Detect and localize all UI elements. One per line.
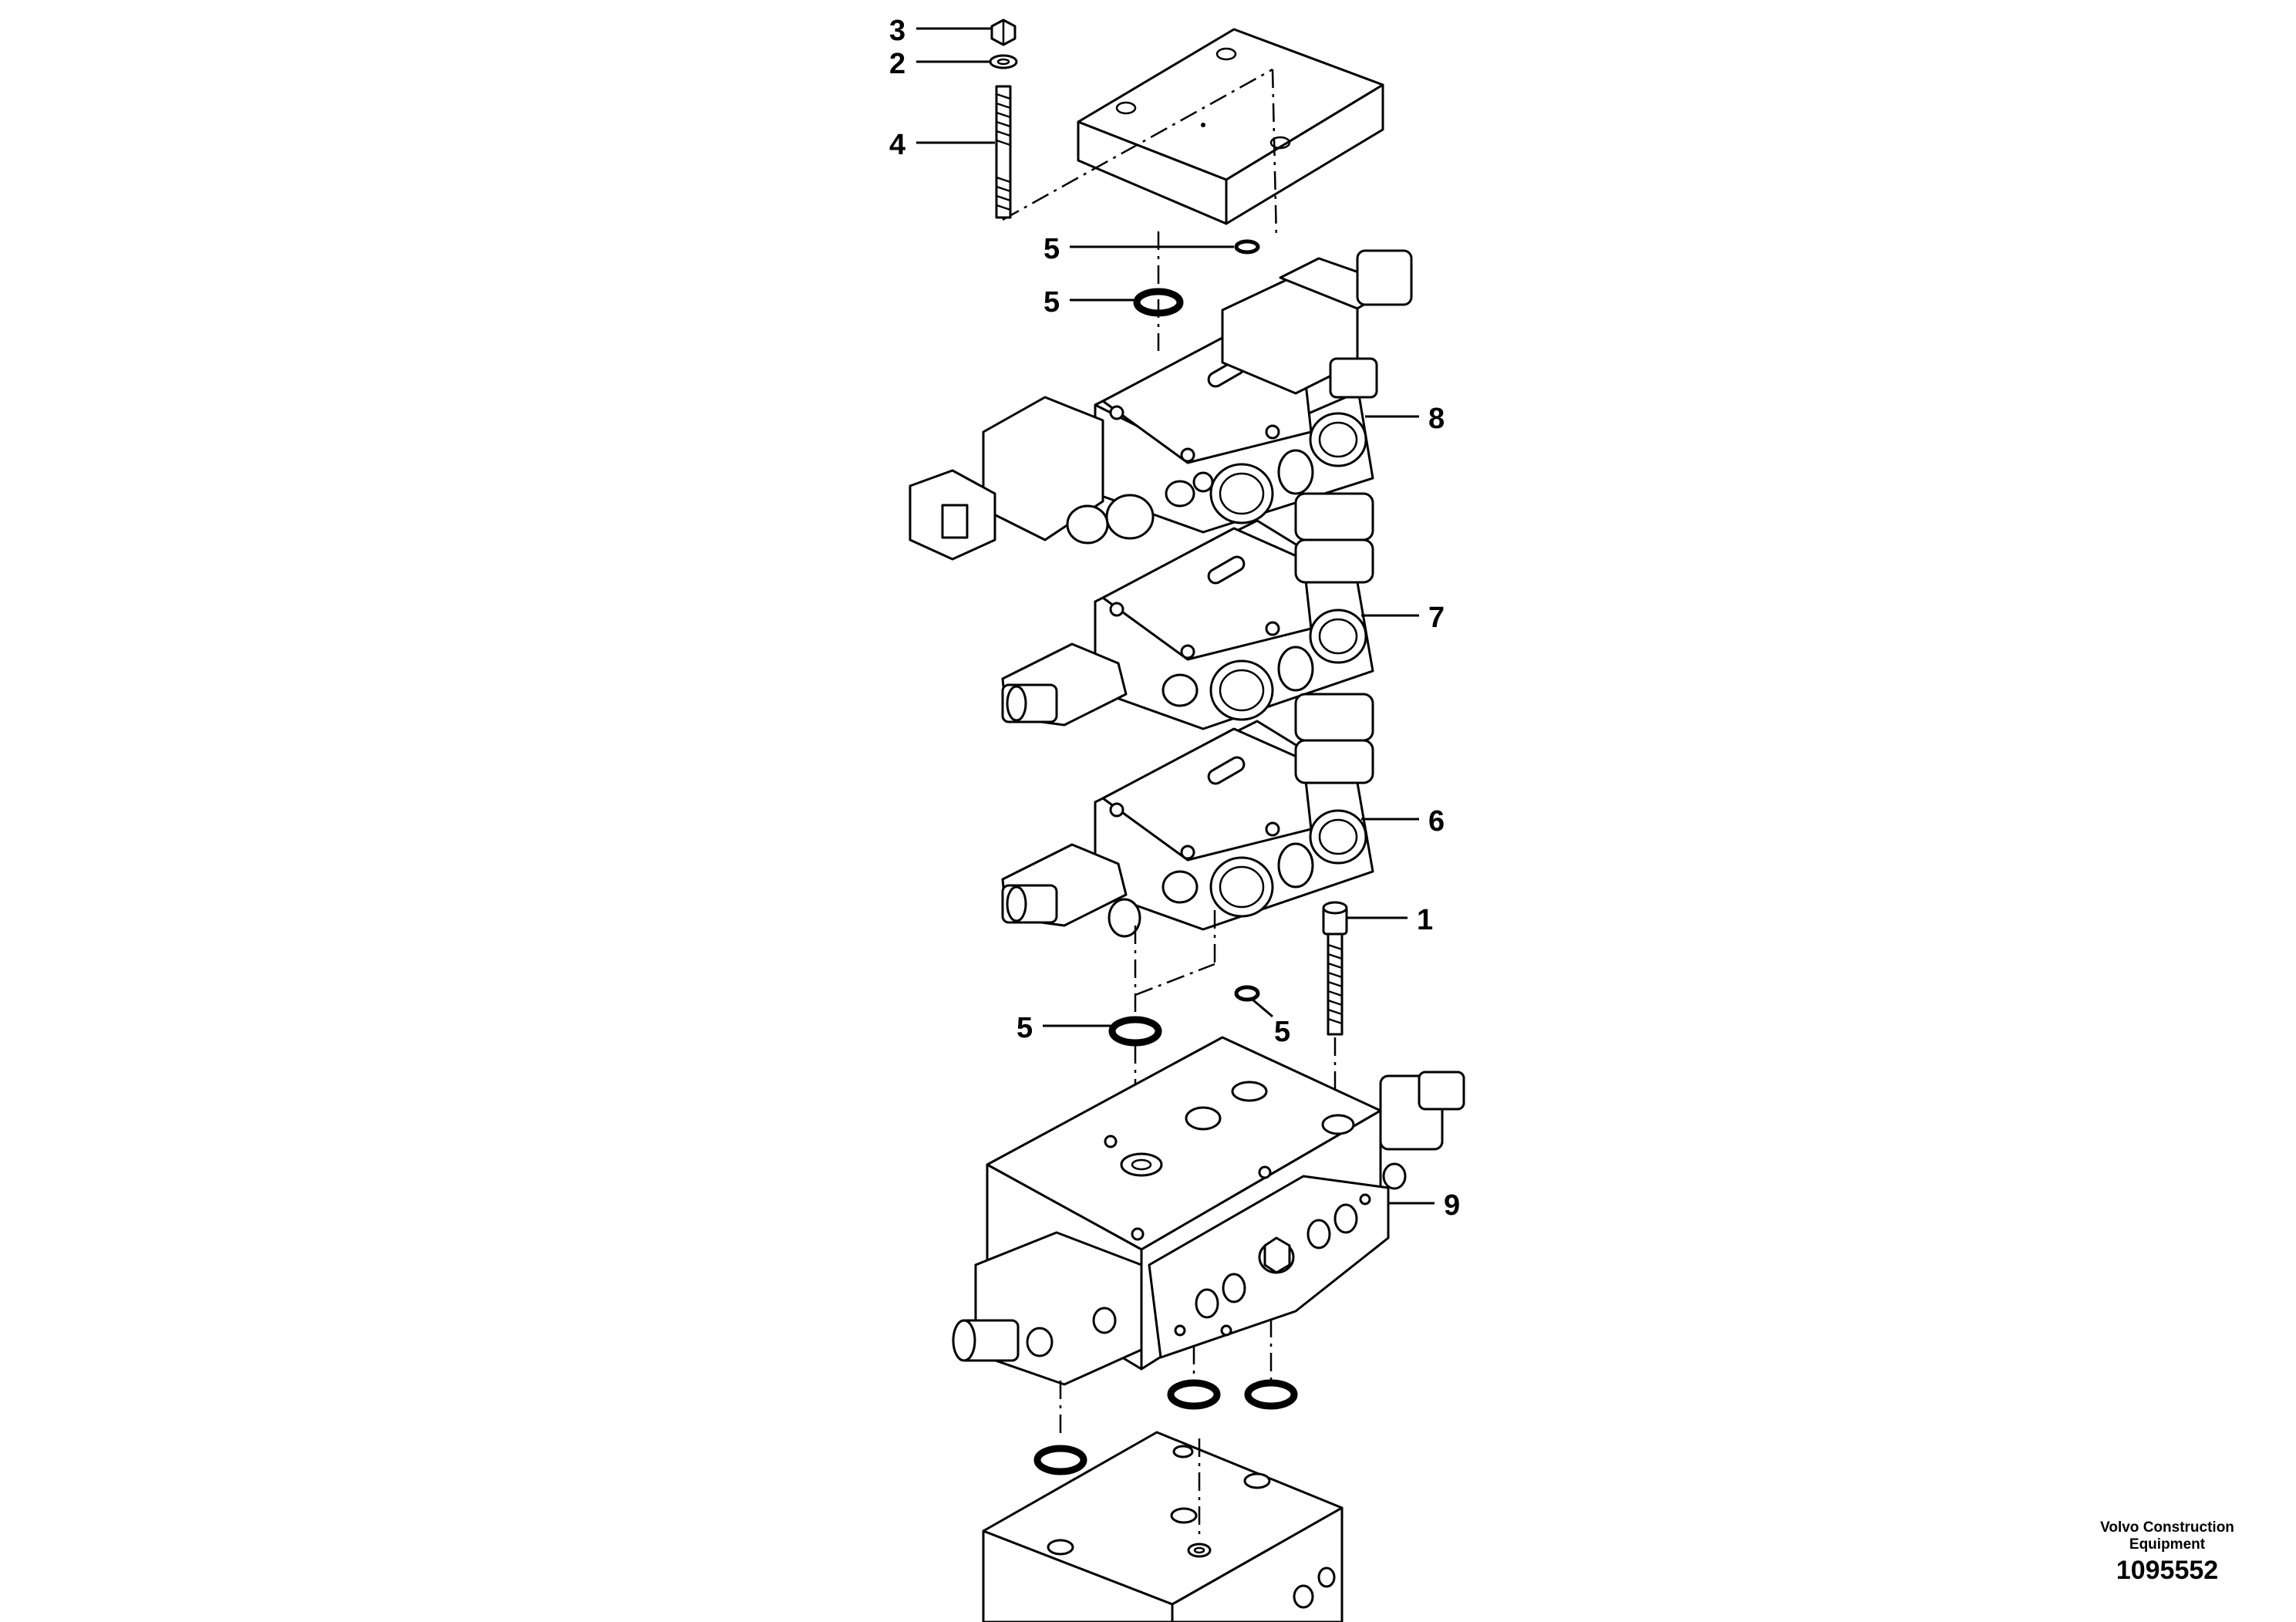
inlet-section-9: [952, 1036, 1465, 1386]
o-ring-lower-3: [1033, 1445, 1087, 1475]
washer: [989, 54, 1018, 69]
callout-8: 8: [1428, 403, 1445, 435]
callout-3: 3: [889, 15, 905, 47]
stud-bolt: [995, 85, 1012, 219]
o-ring-lower-1: [1167, 1379, 1221, 1410]
callout-7: 7: [1428, 602, 1445, 634]
credit-company-line-1: Volvo Construction: [2100, 1519, 2234, 1536]
o-ring-upper-small: [1234, 239, 1260, 255]
callout-9: 9: [1444, 1189, 1460, 1222]
nut: [990, 19, 1017, 46]
callout-5-c: 5: [1017, 1012, 1033, 1044]
cap-screw: [1322, 901, 1348, 1095]
cover-plate: [1002, 28, 1384, 240]
callout-6: 6: [1428, 805, 1445, 838]
callout-4: 4: [889, 129, 905, 161]
valve-section-6: [1001, 693, 1374, 938]
callout-5-a: 5: [1043, 233, 1060, 265]
callout-5-d: 5: [1274, 1016, 1290, 1048]
callout-5-b: 5: [1043, 286, 1060, 319]
lower-valve-block: [982, 1431, 1344, 1622]
callout-2: 2: [889, 48, 905, 80]
o-ring-middle-large: [1108, 1016, 1162, 1047]
o-ring-middle-small: [1234, 985, 1260, 1002]
valve-section-7: [1001, 492, 1374, 730]
callout-labels: 3 2 4 5 5 8 7 6 1 5 5 9: [889, 15, 1460, 1222]
valve-section-8: [909, 249, 1413, 561]
credit-company-line-2: Equipment: [2129, 1536, 2206, 1553]
o-ring-lower-2: [1244, 1379, 1298, 1410]
callout-1: 1: [1417, 904, 1433, 936]
leader-lines: [916, 27, 1435, 1205]
diagram-number: 1095552: [2116, 1556, 2219, 1585]
image-credit: Volvo Construction Equipment 1095552: [2052, 1519, 2283, 1587]
